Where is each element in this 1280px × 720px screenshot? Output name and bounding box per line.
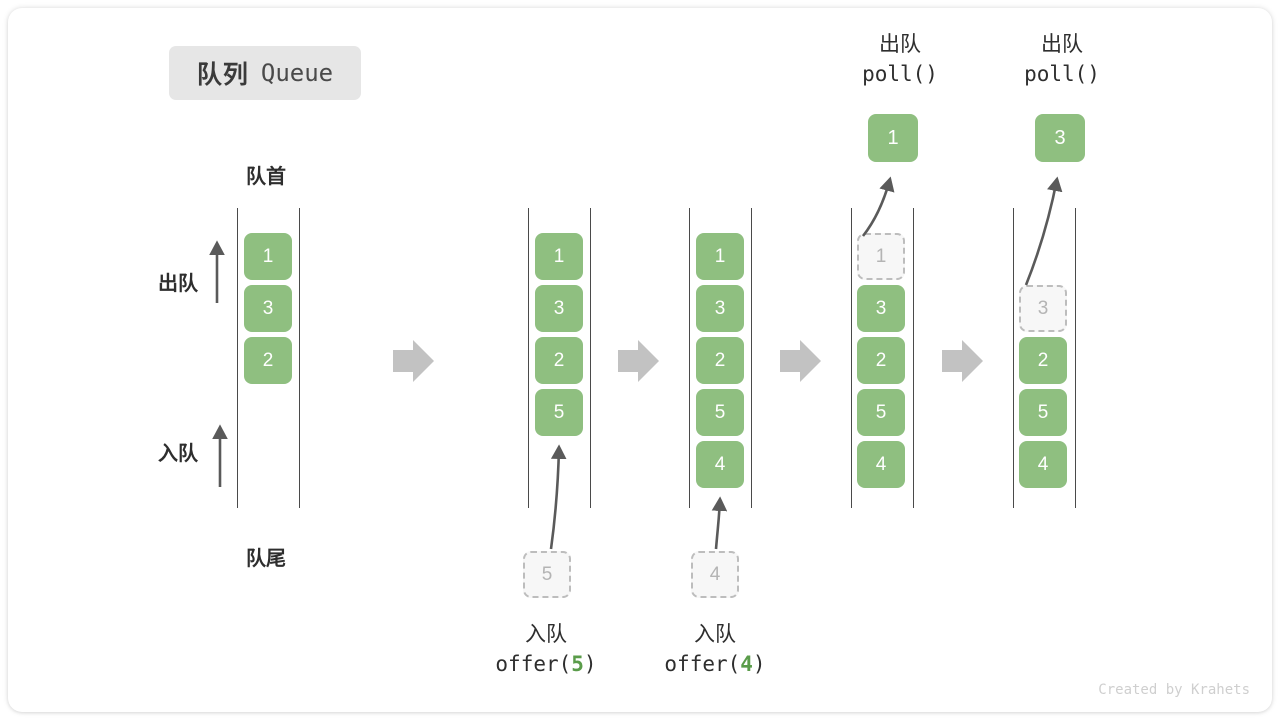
queue-rail-right-1: [299, 208, 300, 508]
queue-slot-empty: [1019, 233, 1067, 280]
title-en: Queue: [260, 59, 334, 87]
caption-fn: offer(: [664, 651, 741, 676]
queue-item: 2: [244, 337, 292, 384]
enqueue-arrow-icon: [549, 444, 567, 550]
incoming-element-ghost: 4: [691, 551, 739, 598]
queue-item-removed: 3: [1019, 285, 1067, 332]
caption-cn: 入队: [525, 623, 567, 646]
queue-item: 3: [696, 285, 744, 332]
caption-fn: poll(: [862, 61, 926, 86]
queue-rail-right-5: [1075, 208, 1076, 508]
queue-item: 2: [857, 337, 905, 384]
queue-item: 3: [535, 285, 583, 332]
label-queue-front: 队首: [246, 166, 286, 188]
queue-rail-left-2: [528, 208, 529, 508]
caption-fn-end: ): [1087, 61, 1100, 86]
arrow-overlay: [209, 176, 1063, 550]
caption-fn: offer(: [495, 651, 572, 676]
title-badge: 队列 Queue: [169, 46, 361, 100]
queue-item: 5: [696, 389, 744, 436]
caption-code: poll(): [967, 60, 1157, 90]
queue-rail-left-4: [851, 208, 852, 508]
caption-code: offer(4): [620, 650, 810, 680]
queue-item: 3: [857, 285, 905, 332]
queue-item: 2: [1019, 337, 1067, 384]
queue-rail-right-3: [751, 208, 752, 508]
queue-rail-left-1: [237, 208, 238, 508]
queue-item-new: 4: [696, 441, 744, 488]
dequeue-arrow-icon: [861, 176, 895, 237]
caption-fn-end: ): [583, 651, 597, 676]
caption-fn-end: ): [925, 61, 938, 86]
caption-poll-1: 出队 poll(): [805, 30, 995, 90]
popped-element: 3: [1035, 114, 1085, 162]
diagram-stage: 队列 Queue 队首 队尾 出队 入队 1 3 2 1 3 2 5 5 入队 …: [8, 8, 1272, 712]
queue-item-new: 5: [535, 389, 583, 436]
queue-item: 1: [535, 233, 583, 280]
caption-arg: 5: [571, 651, 584, 676]
label-dequeue-direction: 出队: [158, 273, 198, 295]
step-connector-arrow-icon: [393, 340, 434, 382]
queue-item: 4: [857, 441, 905, 488]
caption-cn: 出队: [1041, 33, 1083, 56]
step-connector-arrow-icon: [618, 340, 659, 382]
queue-rail-left-5: [1013, 208, 1014, 508]
enqueue-arrow-icon: [711, 496, 728, 550]
queue-item-removed: 1: [857, 233, 905, 280]
caption-cn: 出队: [879, 33, 921, 56]
queue-item: 5: [1019, 389, 1067, 436]
popped-element: 1: [868, 114, 918, 162]
queue-item: 2: [696, 337, 744, 384]
caption-fn: poll(: [1024, 61, 1088, 86]
caption-code: poll(): [805, 60, 995, 90]
caption-cn: 入队: [694, 623, 736, 646]
footer-credit: Created by Krahets: [1098, 682, 1250, 698]
label-queue-rear: 队尾: [246, 548, 286, 570]
queue-item: 2: [535, 337, 583, 384]
step-connector-arrow-icon: [942, 340, 983, 382]
queue-rail-right-4: [913, 208, 914, 508]
queue-item: 1: [244, 233, 292, 280]
queue-rail-right-2: [590, 208, 591, 508]
queue-rail-left-3: [689, 208, 690, 508]
diagram-card: 队列 Queue 队首 队尾 出队 入队 1 3 2 1 3 2 5 5 入队 …: [8, 8, 1272, 712]
caption-arg: 4: [740, 651, 753, 676]
label-enqueue-direction: 入队: [158, 443, 198, 465]
caption-fn-end: ): [752, 651, 766, 676]
queue-item: 1: [696, 233, 744, 280]
step-connector-arrow-icon: [780, 340, 821, 382]
caption-offer-4: 入队 offer(4): [620, 620, 810, 680]
queue-item: 3: [244, 285, 292, 332]
caption-poll-3: 出队 poll(): [967, 30, 1157, 90]
queue-item: 5: [857, 389, 905, 436]
title-cn: 队列: [196, 61, 249, 89]
caption-offer-5: 入队 offer(5): [451, 620, 641, 680]
incoming-element-ghost: 5: [523, 551, 571, 598]
caption-code: offer(5): [451, 650, 641, 680]
queue-item: 4: [1019, 441, 1067, 488]
